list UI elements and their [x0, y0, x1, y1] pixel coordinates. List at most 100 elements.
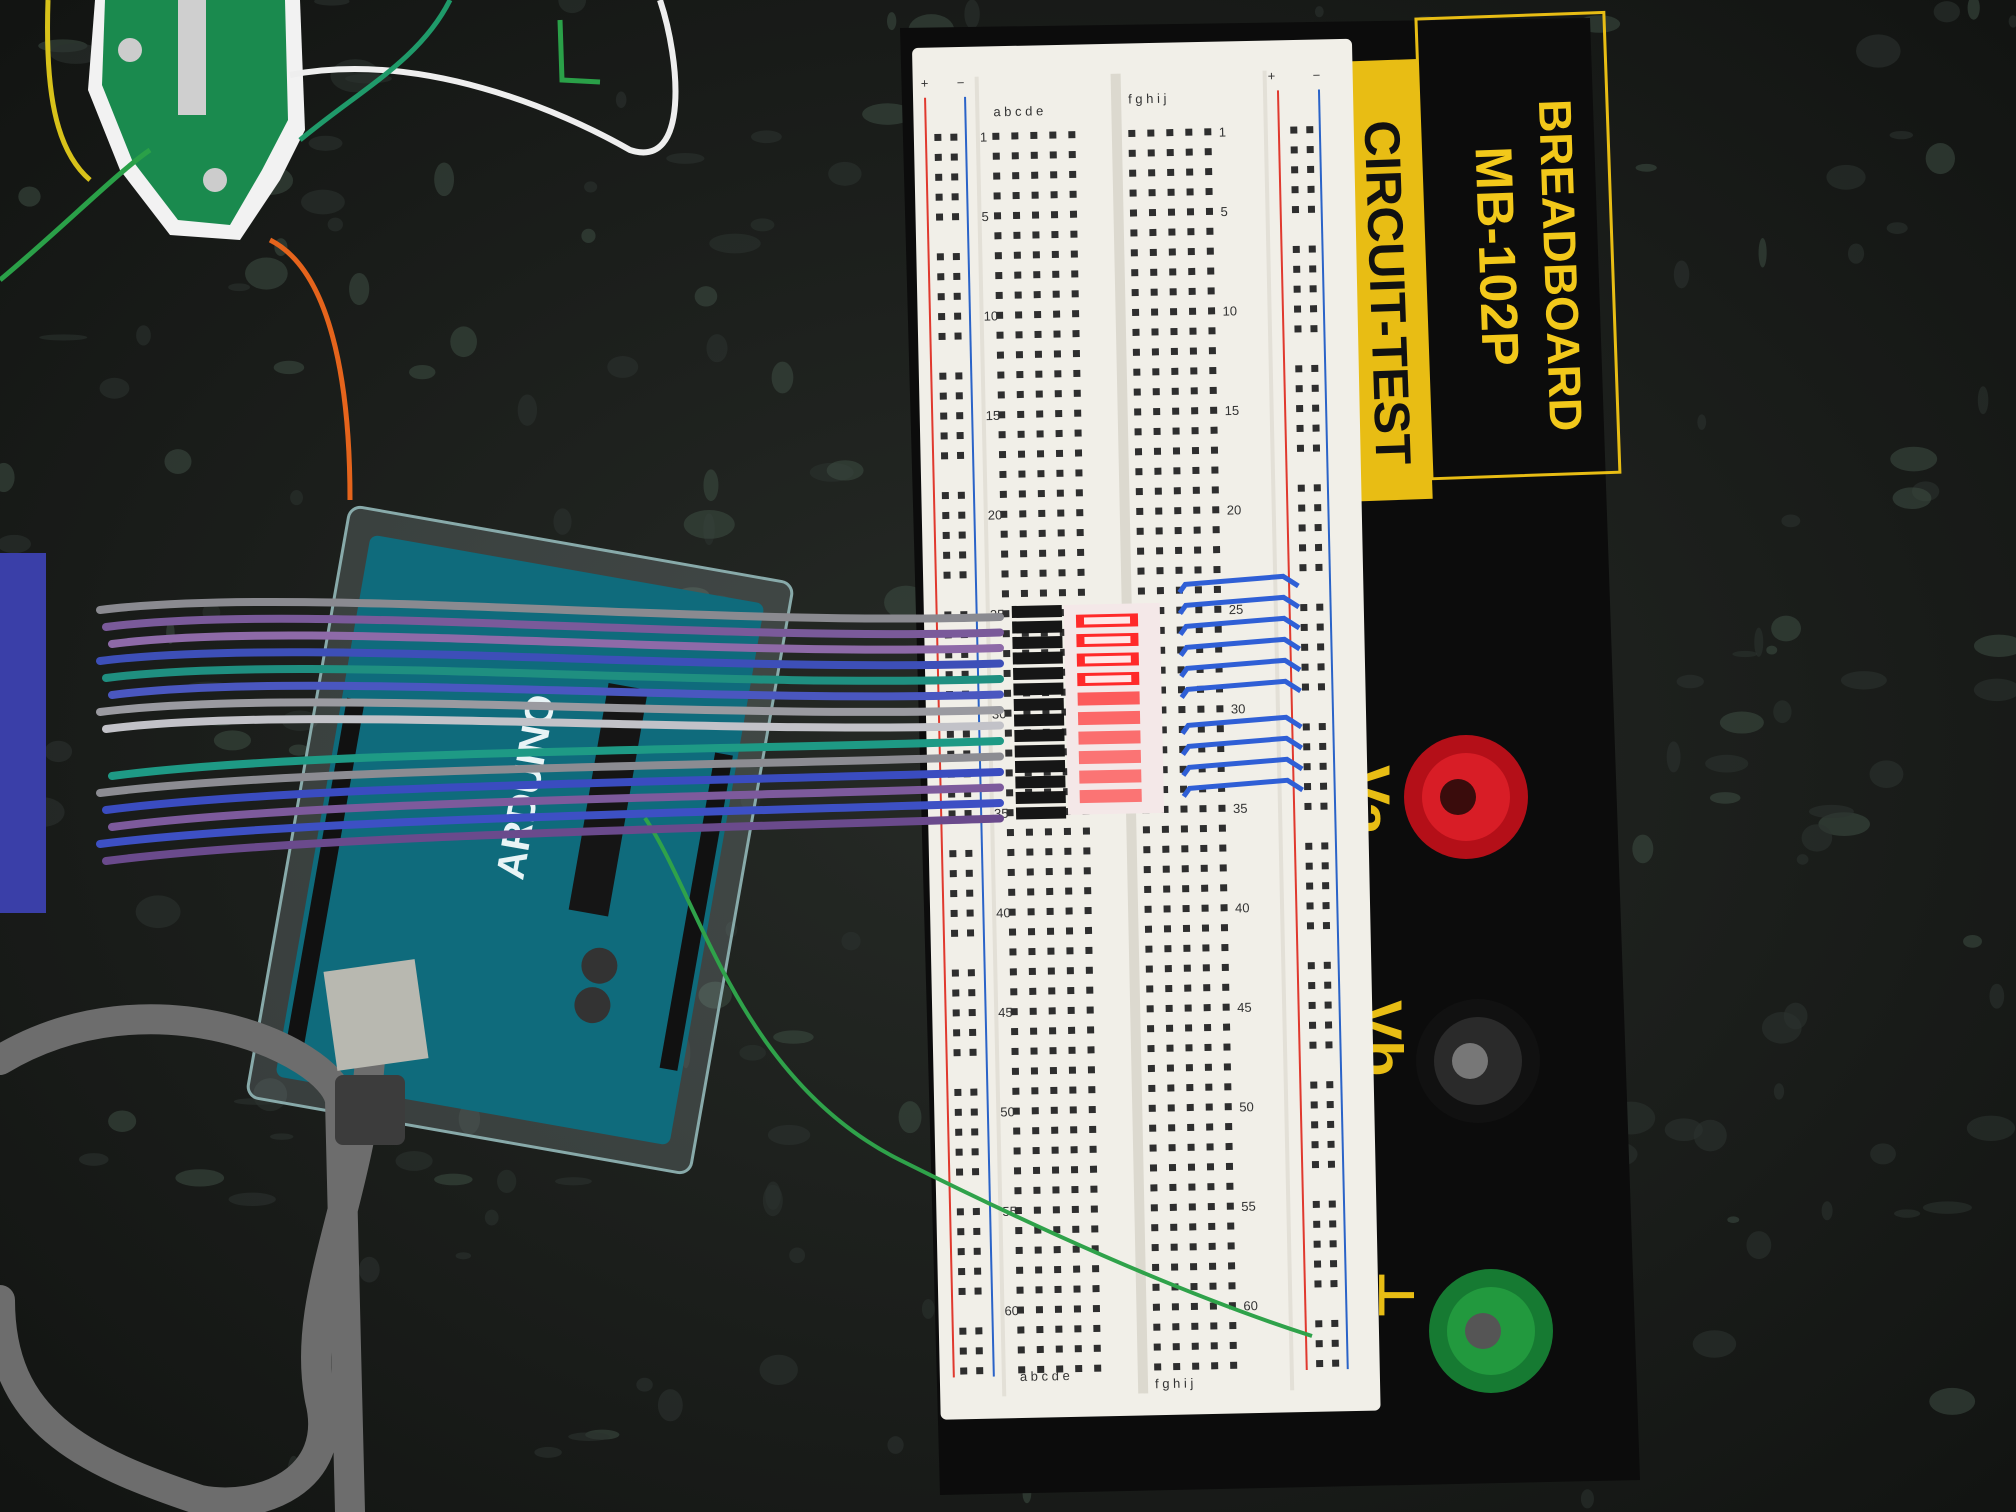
breadboard-hole [1072, 1225, 1080, 1233]
breadboard-hole [1147, 1025, 1155, 1033]
breadboard-hole [1053, 1226, 1061, 1234]
breadboard-hole [1056, 1365, 1064, 1373]
breadboard-hole [1050, 211, 1059, 219]
breadboard-hole [1054, 370, 1062, 378]
breadboard-hole [1076, 509, 1084, 517]
breadboard-hole [1164, 965, 1172, 973]
breadboard-hole [1013, 1127, 1021, 1135]
rail-hole [1315, 563, 1323, 571]
breadboard-hole [1151, 1243, 1159, 1252]
breadboard-hole [1049, 151, 1057, 159]
breadboard-hole [997, 371, 1005, 379]
breadboard-hole [1068, 1046, 1076, 1054]
breadboard-hole [1192, 466, 1200, 475]
breadboard-hole [1180, 825, 1188, 833]
breadboard-hole [1154, 1363, 1162, 1371]
ribbon-wire [96, 648, 1004, 670]
terminal-ground[interactable]: ⏚ [1352, 1265, 1553, 1393]
granite-speckle [1890, 446, 1938, 472]
rail-hole [952, 1009, 960, 1017]
rail-hole [1326, 1081, 1334, 1089]
breadboard-hole [1204, 1043, 1212, 1051]
granite-speckle [44, 740, 73, 763]
rail-hole [1317, 683, 1326, 691]
granite-speckle [1766, 645, 1778, 655]
rail-hole [1308, 1021, 1317, 1029]
breadboard-hole [1089, 1165, 1098, 1173]
breadboard-hole [1168, 1124, 1176, 1132]
rail-hole [1308, 245, 1316, 253]
breadboard-hole [1171, 387, 1179, 395]
breadboard-hole [1015, 1246, 1023, 1254]
breadboard-hole [1134, 428, 1142, 436]
granite-speckle [1673, 260, 1690, 289]
granite-speckle [887, 1436, 904, 1454]
granite-speckle [1840, 671, 1887, 690]
breadboard-hole [1188, 287, 1196, 295]
breadboard-hole [1186, 188, 1194, 196]
ribbon-wire [96, 698, 1004, 716]
granite-speckle [636, 1377, 653, 1392]
breadboard-hole [1178, 706, 1186, 714]
breadboard-hole [1069, 190, 1077, 198]
breadboard-hole [1187, 248, 1195, 256]
granite-speckle [1889, 130, 1914, 140]
breadboard-hole [1018, 1366, 1026, 1374]
breadboard-hole [1219, 844, 1227, 852]
breadboard-hole [1206, 1163, 1215, 1171]
breadboard-hole [1089, 1125, 1097, 1134]
breadboard-hole [1056, 489, 1064, 497]
granite-speckle [750, 218, 775, 232]
rail-hole [1329, 1240, 1337, 1248]
breadboard-hole [993, 172, 1001, 180]
rail-hole [949, 850, 957, 858]
breadboard-hole [1009, 948, 1017, 956]
rail-hole [954, 312, 962, 320]
breadboard-hole [1214, 605, 1222, 613]
usb-connector[interactable] [323, 959, 429, 1071]
label-model: MB-102P [1463, 145, 1529, 367]
led-segment-glow [1085, 675, 1132, 684]
rail-hole [1307, 185, 1315, 193]
granite-speckle [828, 161, 862, 186]
breadboard-hole [1170, 347, 1178, 356]
breadboard-hole [1017, 450, 1026, 458]
rail-hole [1301, 643, 1309, 651]
granite-speckle [164, 449, 192, 474]
granite-speckle [1966, 1115, 2016, 1142]
row-number: 30 [1231, 701, 1246, 716]
rail-hole [959, 571, 967, 579]
row-number: 55 [1241, 1199, 1256, 1214]
granite-speckle [1855, 34, 1901, 68]
breadboard-hole [1146, 1005, 1154, 1013]
rail-hole [974, 1267, 982, 1275]
breadboard-hole [1148, 209, 1157, 217]
breadboard-hole [1054, 1305, 1063, 1313]
breadboard-hole [1051, 250, 1059, 259]
breadboard-hole [1130, 249, 1138, 257]
granite-speckle [1929, 1387, 1976, 1415]
breadboard-hole [1011, 1027, 1019, 1036]
breadboard-hole [1000, 530, 1008, 538]
granite-speckle [175, 1169, 225, 1187]
breadboard-hole [1056, 469, 1064, 477]
breadboard-hole [1151, 328, 1159, 336]
breadboard-hole [1203, 1004, 1211, 1012]
rail-hole [1332, 1359, 1340, 1367]
rail-hole [951, 213, 960, 221]
breadboard-hole [1093, 1324, 1101, 1332]
rail-hole [937, 273, 945, 281]
label-circuit-test: CIRCUIT-TEST [1353, 119, 1421, 465]
ribbon-wire [102, 664, 1004, 685]
breadboard-hole [1207, 267, 1215, 275]
breadboard-hole [1065, 927, 1074, 935]
rail-hole [1295, 365, 1303, 373]
rail-hole [957, 1248, 965, 1256]
breadboard-hole [1146, 985, 1154, 993]
breadboard-hole [1181, 865, 1189, 873]
breadboard-hole [1183, 944, 1191, 952]
rail-hole [940, 452, 949, 460]
breadboard-hole [1016, 1286, 1024, 1294]
breadboard-hole [1001, 570, 1009, 578]
breadboard-hole [1154, 467, 1162, 475]
